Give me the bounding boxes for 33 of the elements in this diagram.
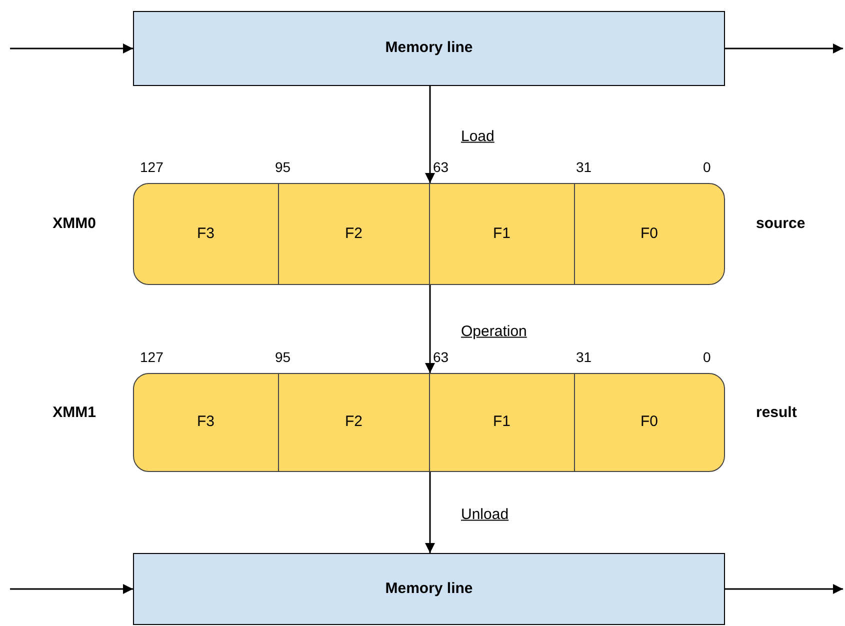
box-title: Memory line: [385, 578, 473, 599]
box-title: Memory line: [385, 38, 473, 58]
arrow: [425, 86, 435, 183]
bit-number: 95: [275, 350, 291, 364]
bit-number: 31: [576, 350, 592, 364]
arrow: [725, 44, 843, 54]
field-name: F2: [345, 412, 363, 432]
field-name: F1: [493, 412, 511, 432]
register-name: XMM0: [52, 214, 96, 234]
register-role: result: [756, 402, 797, 423]
arrow: [425, 285, 435, 373]
arrow: [725, 584, 843, 594]
bit-number: 127: [140, 350, 164, 364]
field-name: F0: [640, 412, 658, 432]
register-role: source: [756, 214, 806, 234]
bit-number: 0: [703, 160, 711, 174]
register-name: XMM1: [52, 402, 96, 423]
bit-number: 31: [576, 160, 592, 174]
arrow: [425, 472, 435, 553]
field-name: F2: [345, 224, 363, 244]
bit-number: 63: [433, 350, 449, 364]
bit-number: 63: [433, 160, 449, 174]
field-name: F1: [493, 224, 511, 244]
arrow: [10, 44, 133, 54]
field-name: F0: [640, 224, 658, 244]
bit-number: 95: [275, 160, 291, 174]
field-name: F3: [197, 224, 215, 244]
bit-number: 0: [703, 350, 711, 364]
memory-box: [133, 553, 725, 625]
bit-number: 127: [140, 160, 164, 174]
arrow: [10, 584, 133, 594]
field-name: F3: [197, 412, 215, 432]
memory-box: [133, 11, 725, 86]
